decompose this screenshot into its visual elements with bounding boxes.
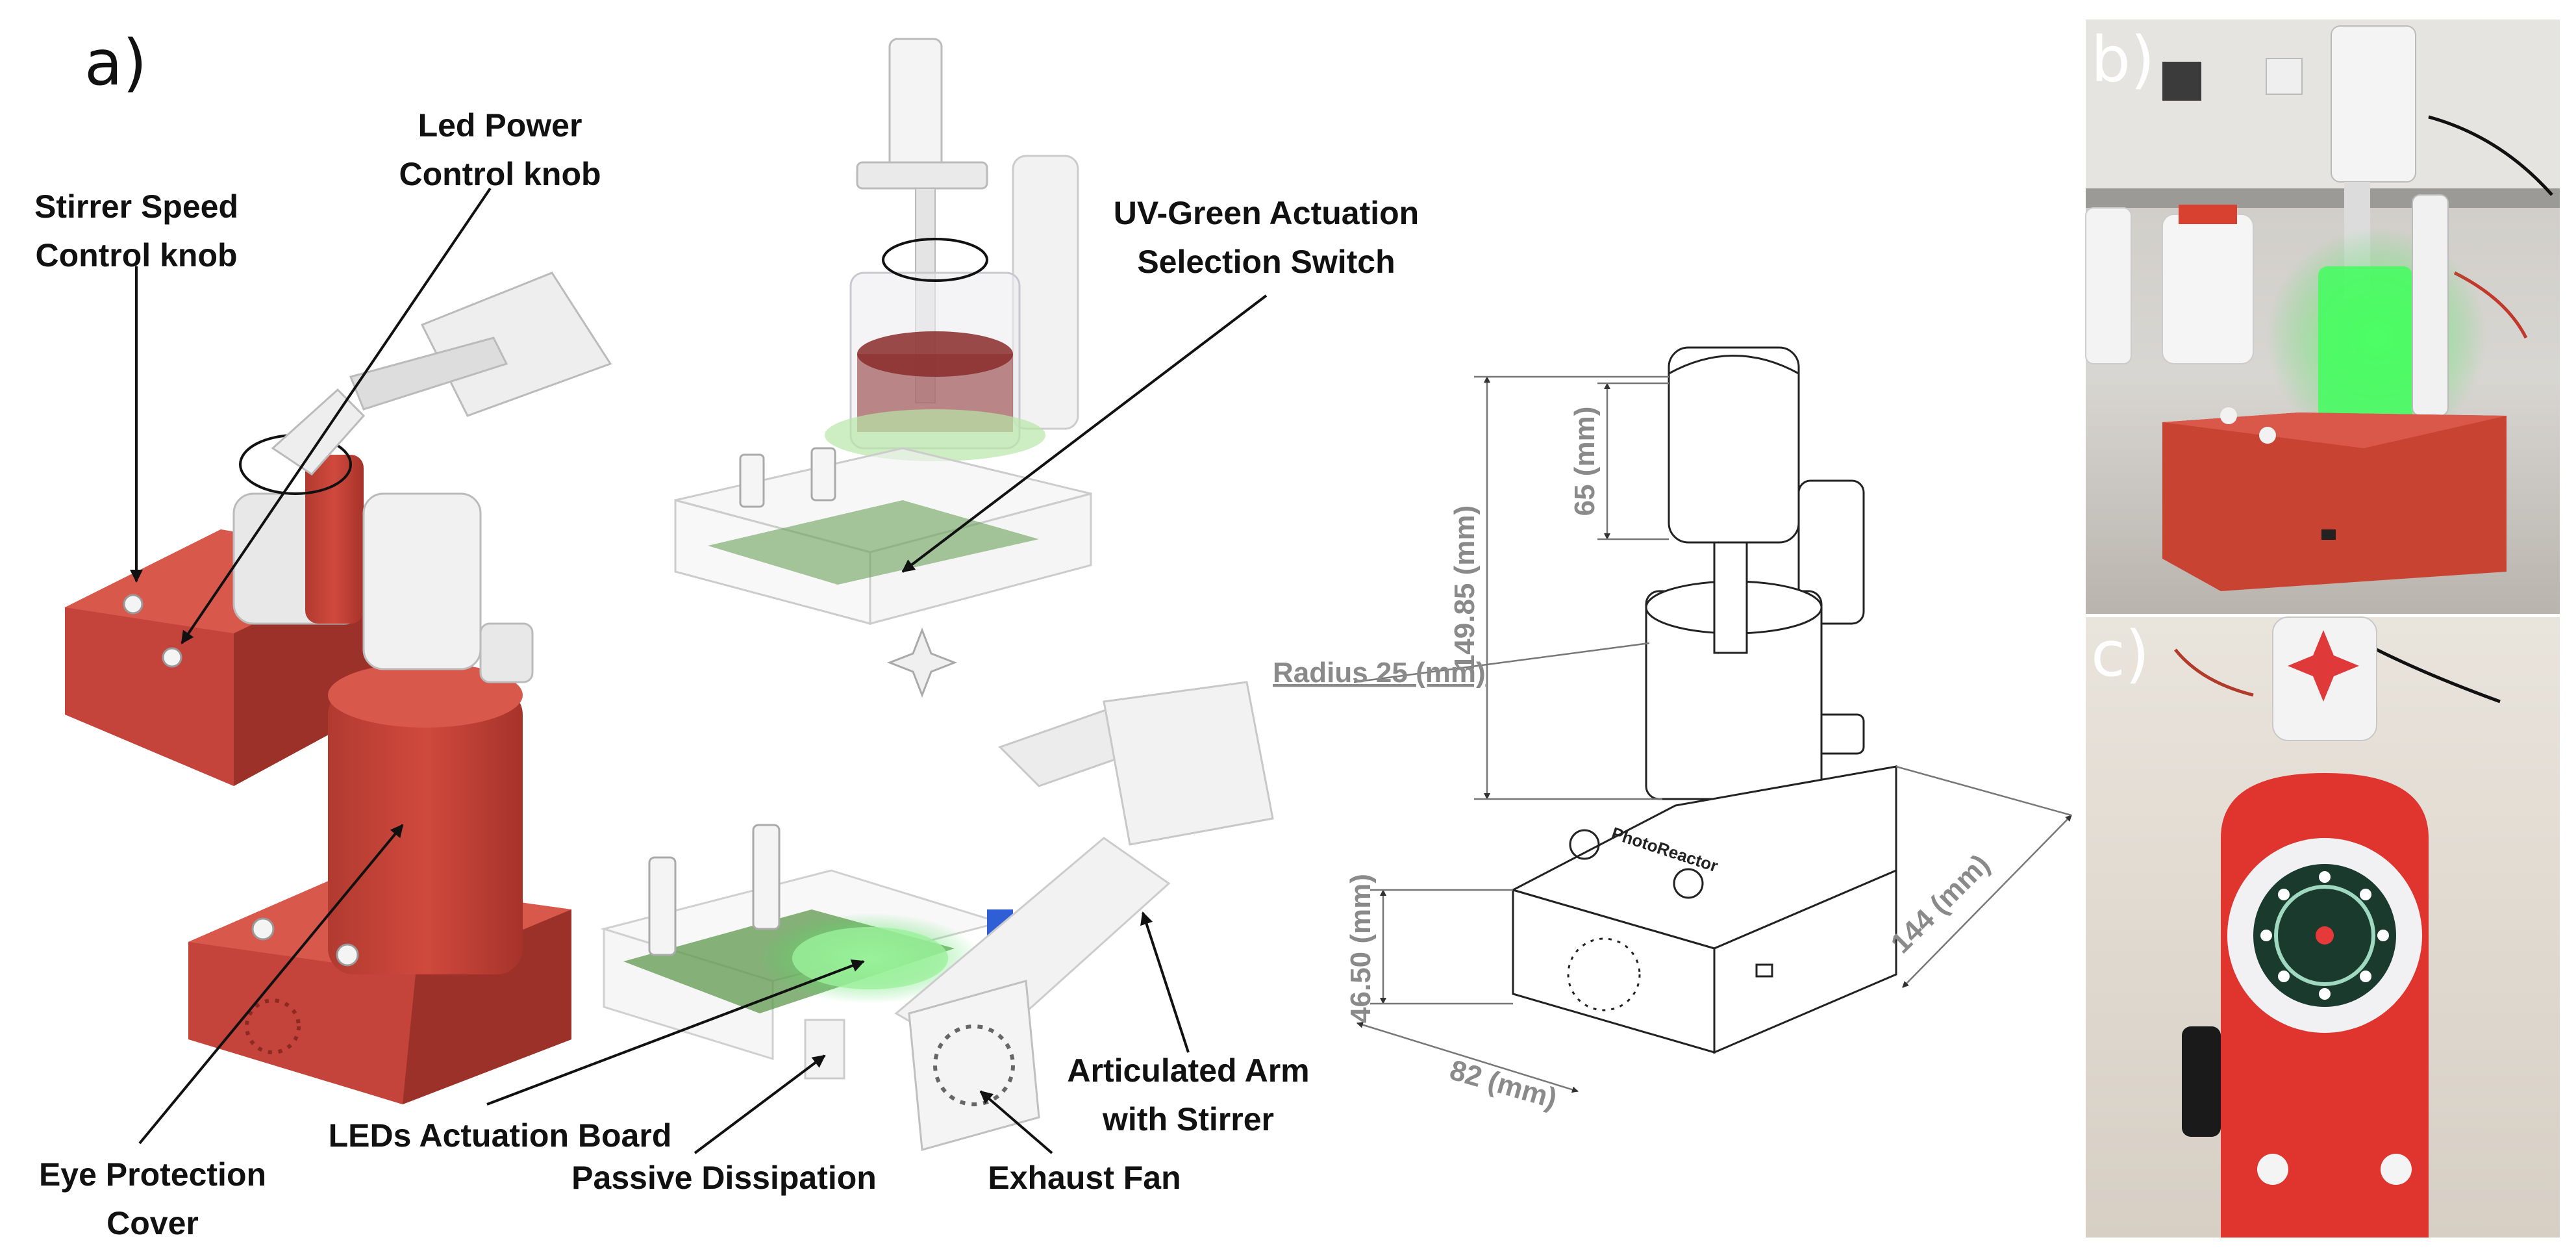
panel-label-a: a) <box>84 27 147 99</box>
svg-text:UV-Green Actuation: UV-Green Actuation <box>1114 195 1419 231</box>
dimension-lines <box>1353 375 2072 1093</box>
label-stirrer-speed: Stirrer Speed Control knob <box>34 188 238 273</box>
exploded-view-bottom <box>600 627 1274 1151</box>
svg-text:Control knob: Control knob <box>399 156 601 192</box>
label-led-power: Led Power Control knob <box>399 107 601 192</box>
stirrer-impeller <box>886 627 958 698</box>
panel-label-b: b) <box>2091 23 2155 96</box>
photo-c <box>2086 616 2560 1238</box>
photo-b <box>2085 19 2560 614</box>
label-uv-green-switch: UV-Green Actuation Selection Switch <box>1114 195 1419 280</box>
label-articulated-arm: Articulated Arm with Stirrer <box>1067 1052 1309 1137</box>
label-passive-dissipation: Passive Dissipation <box>571 1160 877 1196</box>
dimension-height-motor: 65 (mm) <box>1569 407 1601 516</box>
svg-text:Articulated Arm: Articulated Arm <box>1067 1052 1309 1089</box>
callout-arrows <box>130 187 1268 1154</box>
svg-text:Led Power: Led Power <box>418 107 582 144</box>
label-leds-board: LEDs Actuation Board <box>329 1117 672 1154</box>
dimension-base-height: 46.50 (mm) <box>1345 874 1377 1023</box>
dimension-base-width: 82 (mm) <box>1446 1054 1560 1115</box>
dimension-drawing <box>1510 346 1897 1054</box>
device-main-render <box>188 492 571 1104</box>
label-eye-protection: Eye Protection Cover <box>39 1156 266 1241</box>
svg-text:Stirrer Speed: Stirrer Speed <box>34 188 238 225</box>
svg-text:Control knob: Control knob <box>35 237 237 273</box>
svg-text:Eye Protection: Eye Protection <box>39 1156 266 1193</box>
panel-label-c: c) <box>2091 618 2149 691</box>
dimension-radius: Radius 25 (mm) <box>1273 657 1486 689</box>
dimension-base-length: 144 (mm) <box>1884 848 1995 959</box>
svg-text:Selection Switch: Selection Switch <box>1137 244 1395 280</box>
exploded-view-top <box>674 38 1092 625</box>
dimension-height-total: 149.85 (mm) <box>1449 505 1481 670</box>
device-small-render <box>65 272 612 786</box>
svg-text:with Stirrer: with Stirrer <box>1102 1101 1274 1137</box>
stirrer-impeller-red <box>2288 630 2359 702</box>
svg-text:Cover: Cover <box>106 1205 199 1241</box>
label-exhaust-fan: Exhaust Fan <box>988 1160 1181 1196</box>
